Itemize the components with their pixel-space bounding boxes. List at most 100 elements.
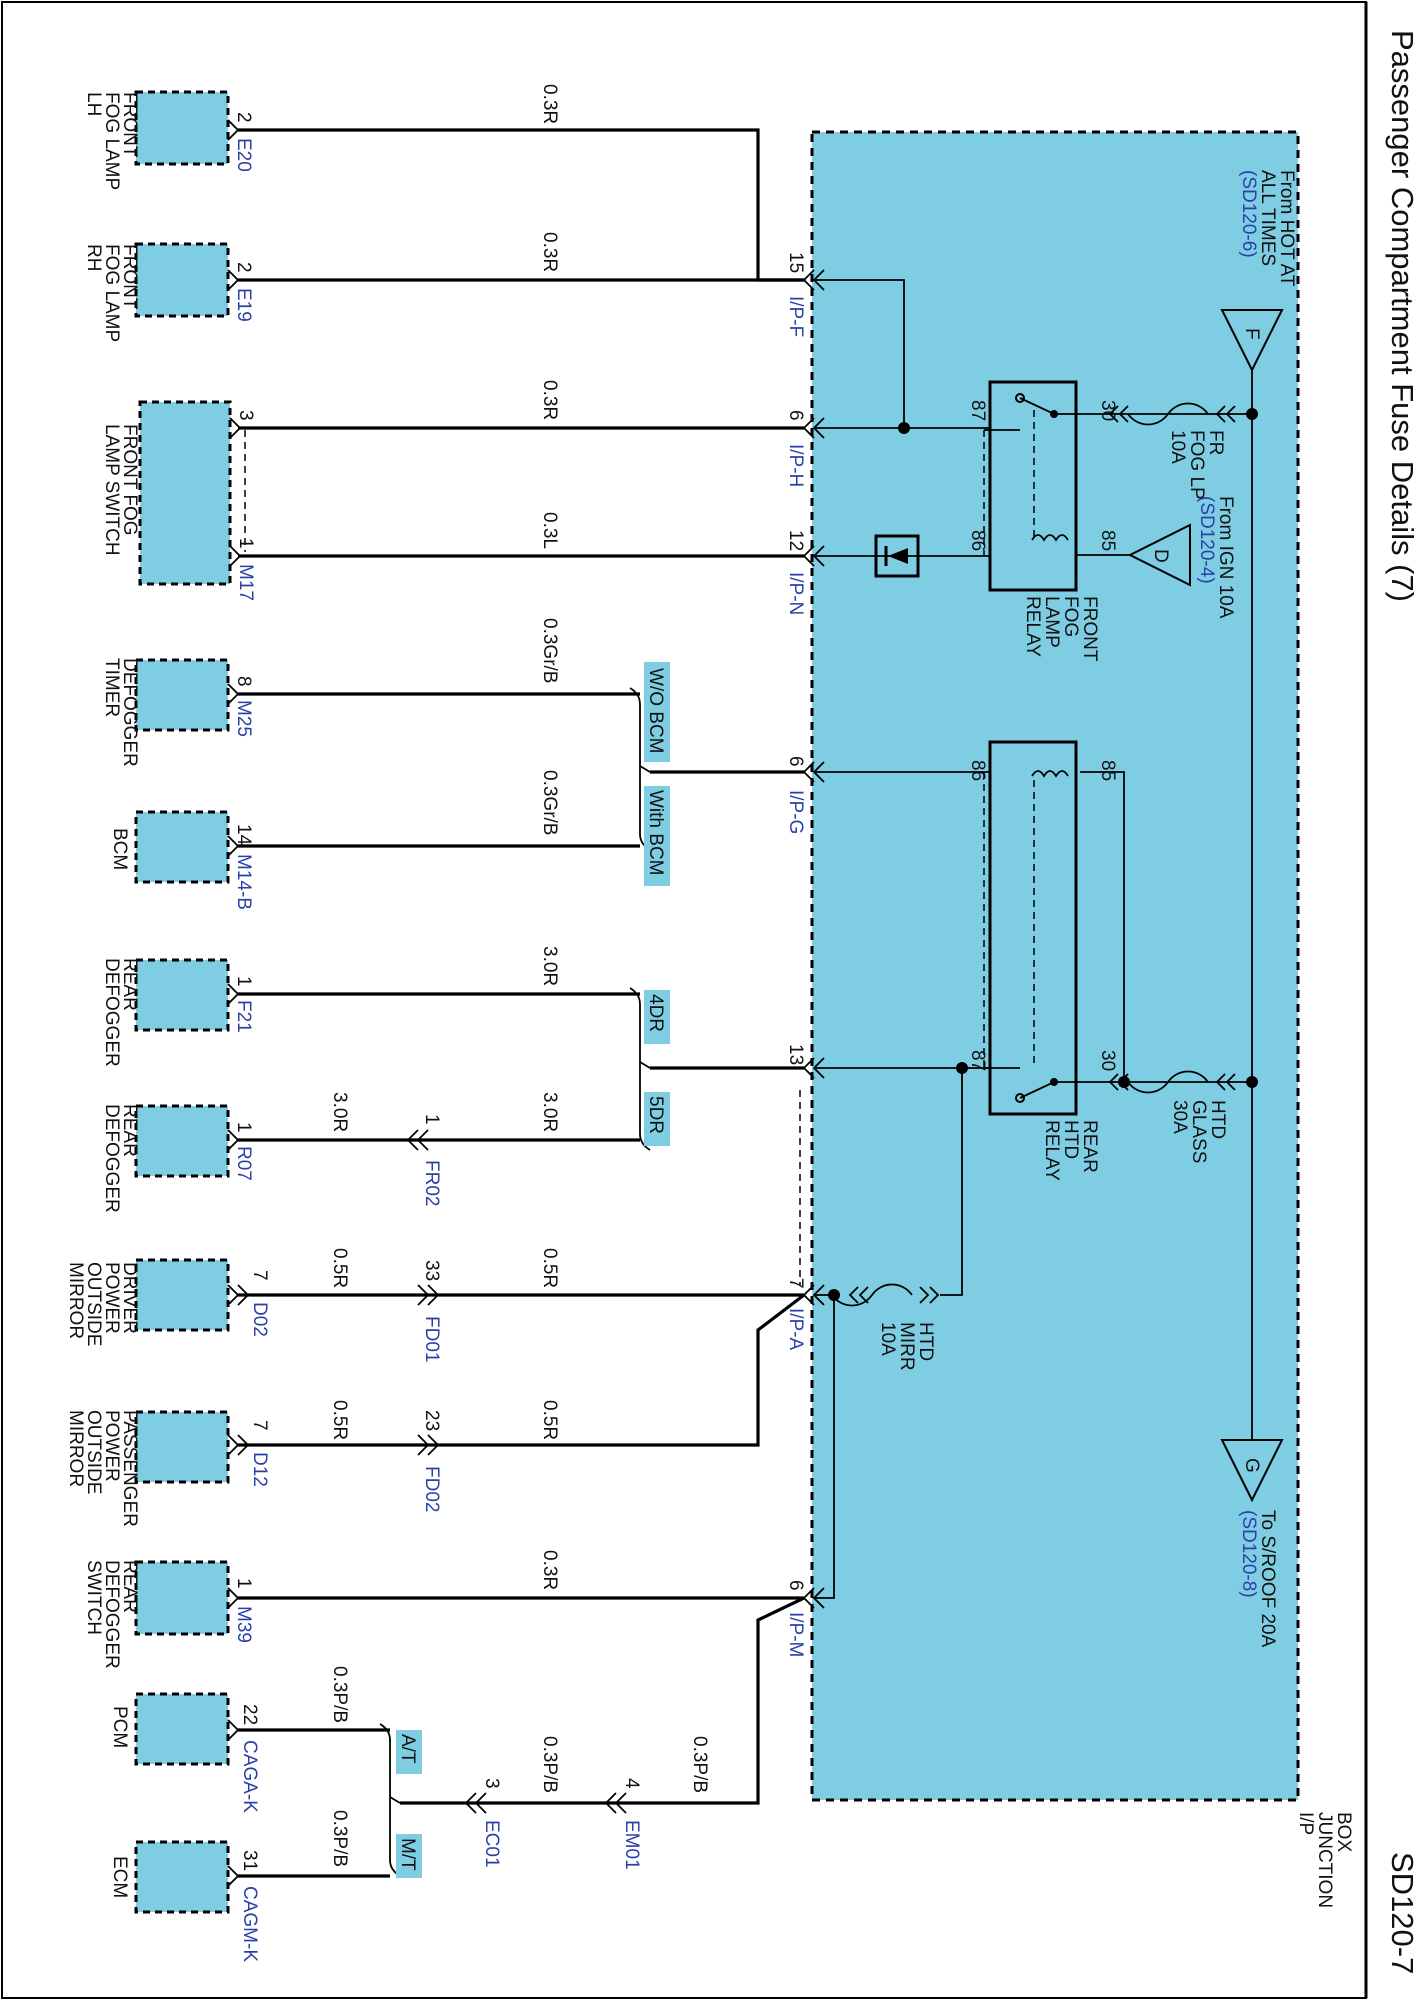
svg-text:12: 12	[785, 530, 806, 551]
svg-text:To S/ROOF 20A: To S/ROOF 20A	[1257, 1510, 1278, 1648]
component-rear-defogger-2: 1 R07 REAR DEFOGGER	[101, 1104, 254, 1213]
svg-text:13: 13	[785, 1044, 806, 1065]
svg-text:FRONT: FRONT	[119, 92, 140, 158]
svg-text:0.3R: 0.3R	[539, 380, 560, 420]
svg-text:7: 7	[785, 1278, 806, 1289]
component-driver-mirror: 7 D02 DRIVER POWER OUTSIDE MIRROR	[65, 1258, 270, 1346]
svg-text:30: 30	[1097, 1050, 1118, 1071]
component-defogger-timer: 8 M25 DEFOGGER TIMER	[101, 658, 254, 767]
option-with-bcm: With BCM	[645, 790, 666, 876]
ref-d-triangle	[1127, 523, 1191, 587]
fuse-glass-label: HTD GLASS 30A	[1169, 1100, 1228, 1163]
svg-text:FR02: FR02	[421, 1160, 442, 1206]
component-rear-defogger-1: 1 F21 REAR DEFOGGER	[101, 958, 254, 1067]
svg-text:E20: E20	[233, 138, 254, 172]
svg-text:PCM: PCM	[109, 1706, 130, 1748]
svg-text:RH: RH	[83, 244, 104, 271]
svg-text:CAGM-K: CAGM-K	[239, 1886, 260, 1962]
svg-text:I/P-A: I/P-A	[785, 1308, 806, 1351]
svg-text:1: 1	[233, 976, 254, 987]
svg-text:0.3P/B: 0.3P/B	[329, 1810, 350, 1867]
inline-connector-markers	[406, 1129, 627, 1814]
svg-text:LAMP: LAMP	[1041, 596, 1062, 648]
svg-text:RELAY: RELAY	[1041, 1120, 1062, 1181]
svg-text:1: 1	[233, 1578, 254, 1589]
svg-text:POWER: POWER	[101, 1262, 122, 1334]
svg-text:I/P: I/P	[1295, 1812, 1316, 1835]
page-title: Passenger Compartment Fuse Details (7)	[1385, 30, 1420, 602]
svg-text:FR: FR	[1205, 430, 1226, 455]
svg-text:0.3P/B: 0.3P/B	[329, 1666, 350, 1723]
diode	[874, 534, 920, 578]
svg-text:30: 30	[1097, 400, 1118, 421]
svg-text:OUTSIDE: OUTSIDE	[83, 1262, 104, 1346]
svg-text:6: 6	[785, 410, 806, 421]
svg-text:BOX: BOX	[1333, 1812, 1354, 1852]
svg-text:(SD120-8): (SD120-8)	[1238, 1510, 1259, 1598]
svg-text:MIRROR: MIRROR	[65, 1262, 86, 1339]
svg-text:G: G	[1241, 1458, 1262, 1473]
svg-text:MIRROR: MIRROR	[65, 1410, 86, 1487]
fuse-fog-label: FR FOG LP 10A	[1167, 430, 1226, 500]
svg-text:22: 22	[239, 1704, 260, 1725]
page-code: SD120-7	[1385, 1852, 1420, 1974]
svg-text:0.5R: 0.5R	[539, 1400, 560, 1440]
svg-text:0.3P/B: 0.3P/B	[539, 1736, 560, 1793]
svg-text:R07: R07	[233, 1146, 254, 1181]
svg-text:RELAY: RELAY	[1022, 596, 1043, 657]
svg-text:DEFOGGER: DEFOGGER	[101, 1560, 122, 1669]
junction-box-label: I/P JUNCTION BOX	[1295, 1812, 1354, 1908]
svg-text:3: 3	[481, 1778, 502, 1789]
svg-text:0.3Gr/B: 0.3Gr/B	[539, 618, 560, 683]
rear-relay	[988, 740, 1078, 1116]
svg-text:DEFOGGER: DEFOGGER	[119, 658, 140, 767]
svg-text:86: 86	[967, 530, 988, 551]
svg-text:6: 6	[785, 1580, 806, 1591]
wire-labels: 0.3R 0.3R 0.3R 0.3L 0.3Gr/B 0.3Gr/B 3.0R…	[329, 84, 710, 1867]
svg-text:8: 8	[233, 676, 254, 687]
svg-text:3.0R: 3.0R	[329, 1092, 350, 1132]
junction-box	[810, 130, 1300, 1802]
svg-text:14: 14	[233, 824, 254, 846]
svg-text:1: 1	[421, 1114, 442, 1125]
svg-text:7: 7	[249, 1420, 270, 1431]
svg-text:FRONT: FRONT	[119, 244, 140, 310]
svg-text:SWITCH: SWITCH	[83, 1560, 104, 1635]
svg-text:GLASS: GLASS	[1188, 1100, 1209, 1163]
svg-text:87: 87	[967, 400, 988, 421]
svg-text:From IGN 10A: From IGN 10A	[1215, 496, 1236, 619]
svg-text:I/P-M: I/P-M	[785, 1612, 806, 1657]
component-ecm: 31 CAGM-K ECM	[109, 1840, 260, 1962]
svg-text:FD02: FD02	[421, 1466, 442, 1512]
svg-text:OUTSIDE: OUTSIDE	[83, 1410, 104, 1494]
svg-text:7: 7	[249, 1270, 270, 1281]
svg-text:85: 85	[1097, 760, 1118, 781]
svg-text:M17: M17	[235, 564, 256, 601]
svg-text:0.5R: 0.5R	[539, 1248, 560, 1288]
option-mt: M/T	[397, 1838, 418, 1871]
svg-text:FOG: FOG	[1060, 596, 1081, 637]
svg-text:0.3Gr/B: 0.3Gr/B	[539, 770, 560, 835]
svg-text:M25: M25	[233, 700, 254, 737]
svg-text:HTD: HTD	[915, 1322, 936, 1361]
svg-text:(SD120-6): (SD120-6)	[1238, 170, 1259, 258]
svg-text:0.3R: 0.3R	[539, 232, 560, 272]
fog-relay-label: FRONT FOG LAMP RELAY	[1022, 596, 1100, 662]
svg-text:15: 15	[785, 252, 806, 273]
svg-text:0.5R: 0.5R	[329, 1248, 350, 1288]
component-pcm: 22 CAGA-K PCM	[109, 1692, 260, 1813]
svg-text:FOG LP: FOG LP	[1186, 430, 1207, 500]
svg-text:CAGA-K: CAGA-K	[239, 1740, 260, 1813]
component-bcm: 14 M14-B BCM	[109, 810, 254, 910]
svg-text:4: 4	[621, 1778, 642, 1789]
svg-text:ALL TIMES: ALL TIMES	[1257, 170, 1278, 266]
ref-g-label: To S/ROOF 20A (SD120-8)	[1238, 1510, 1278, 1648]
svg-text:2: 2	[233, 112, 254, 123]
svg-text:M14-B: M14-B	[233, 854, 254, 910]
svg-text:M39: M39	[233, 1606, 254, 1643]
svg-text:F: F	[1241, 328, 1262, 340]
rear-relay-label: REAR HTD RELAY	[1041, 1120, 1100, 1181]
svg-text:30A: 30A	[1169, 1100, 1190, 1134]
svg-text:F21: F21	[233, 1000, 254, 1033]
